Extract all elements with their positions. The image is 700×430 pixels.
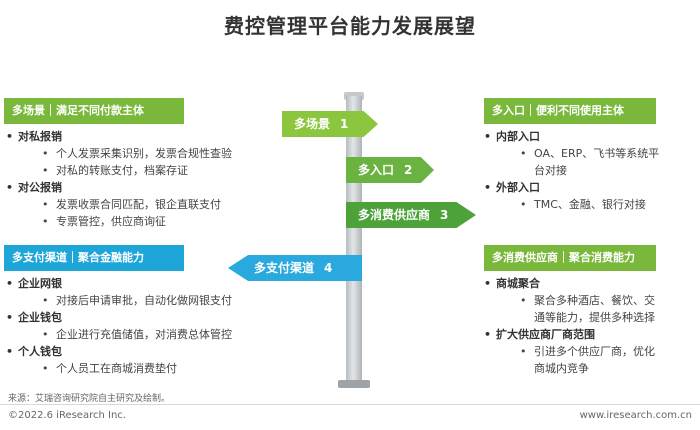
list-group-label: 内部入口 [482,128,696,145]
sign-multi-supplier: 多消费供应商 3 [346,202,476,228]
sign-label: 多场景 [294,117,331,131]
sign-label: 多支付渠道 [254,261,315,275]
list-item-continued: 通等能力，提供多种选择 [534,311,655,324]
left-bottom-list: 企业网银 对接后申请审批，自动化做网银支付 企业钱包 企业进行充值储值，对消费总… [4,275,324,377]
list-group-label: 企业网银 [4,275,324,292]
sign-multi-payment: 多支付渠道 4 [228,255,362,281]
list-item-continued: 商城内竞争 [534,362,589,375]
list-group-label: 外部入口 [482,179,696,196]
signpost-base [338,380,370,388]
right-top-header: 多入口｜便利不同使用主体 [484,98,656,124]
right-bottom-list: 商城聚合 聚合多种酒店、餐饮、交 通等能力，提供多种选择 扩大供应商厂商范围 引… [482,275,696,377]
sign-multi-scenario: 多场景 1 [282,111,378,137]
list-item: 企业进行充值储值，对消费总体管控 [4,326,324,343]
left-bottom-header: 多支付渠道｜聚合金融能力 [4,245,184,271]
sign-number: 3 [440,208,449,222]
list-group-label: 对私报销 [4,128,324,145]
list-item: 引进多个供应厂商，优化 [482,343,696,360]
list-item: 个人员工在商城消费垫付 [4,360,324,377]
list-item: TMC、金融、银行对接 [482,196,696,213]
list-group-label: 个人钱包 [4,343,324,360]
left-top-list: 对私报销 个人发票采集识别，发票合规性查验 对私的转账支付，档案存证 对公报销 … [4,128,324,230]
source-note: 来源：艾瑞咨询研究院自主研究及绘制。 [8,394,171,404]
sign-number: 1 [340,117,349,131]
list-item: 专票管控，供应商询征 [4,213,324,230]
sign-label: 多入口 [358,163,395,177]
list-item: 对私的转账支付，档案存证 [4,162,324,179]
footer-copyright: ©2022.6 iResearch Inc. [8,410,126,421]
left-top-header: 多场景｜满足不同付款主体 [4,98,184,124]
list-item: OA、ERP、飞书等系统平 [482,145,696,162]
sign-number: 4 [324,261,333,275]
list-group-label: 商城聚合 [482,275,696,292]
list-item: 发票收票合同匹配，银企直联支付 [4,196,324,213]
footer-divider [0,404,700,405]
list-group-label: 企业钱包 [4,309,324,326]
sign-multi-entry: 多入口 2 [346,157,434,183]
list-item-continued: 台对接 [534,164,567,177]
right-top-list: 内部入口 OA、ERP、飞书等系统平 台对接 外部入口 TMC、金融、银行对接 [482,128,696,213]
page-title: 费控管理平台能力发展展望 [224,14,476,38]
list-group-label: 对公报销 [4,179,324,196]
list-item: 聚合多种酒店、餐饮、交 [482,292,696,309]
footer-website: www.iresearch.com.cn [579,410,692,421]
list-item: 对接后申请审批，自动化做网银支付 [4,292,324,309]
list-group-label: 扩大供应商厂商范围 [482,326,696,343]
list-item: 个人发票采集识别，发票合规性查验 [4,145,324,162]
signpost-pole [346,96,362,384]
sign-label: 多消费供应商 [358,208,431,222]
sign-number: 2 [404,163,413,177]
right-bottom-header: 多消费供应商｜聚合消费能力 [484,245,656,271]
